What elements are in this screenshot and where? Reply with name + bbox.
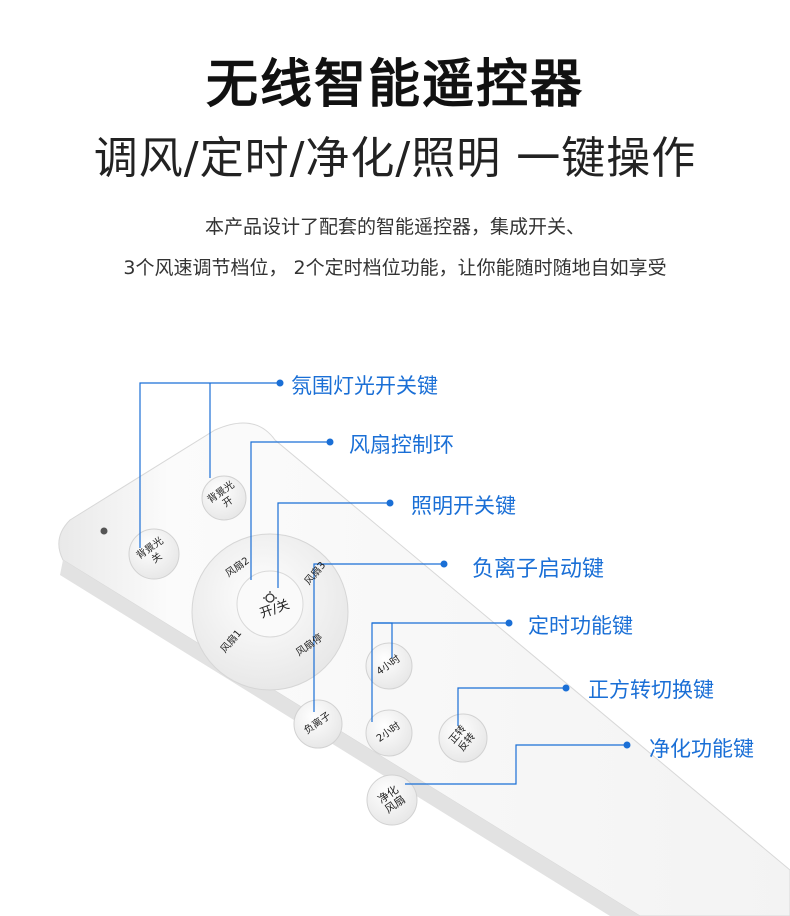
callout-lines	[139, 382, 627, 785]
light-toggle-button	[236, 570, 304, 638]
callout-reverse: 正方转切换键	[588, 678, 714, 702]
callout-purify: 净化功能键	[649, 737, 754, 761]
callout-ion: 负离子启动键	[472, 557, 605, 582]
ion-button	[293, 699, 343, 749]
callout-dots	[276, 379, 631, 749]
ambient-off-button	[128, 528, 180, 580]
callout-timer: 定时功能键	[528, 614, 633, 638]
page-subtitle: 调风/定时/净化/照明 一键操作	[93, 133, 697, 184]
callout-light-switch: 照明开关键	[411, 494, 516, 518]
callout-ambient-light: 氛围灯光开关键	[291, 374, 438, 398]
description-line-1: 本产品设计了配套的智能遥控器，集成开关、	[204, 216, 585, 238]
purify-button	[366, 774, 418, 826]
timer-2h-button	[365, 709, 413, 757]
timer-4h-button	[365, 642, 413, 690]
reverse-button	[438, 713, 488, 763]
ir-indicator	[100, 527, 108, 535]
ambient-on-button	[201, 475, 247, 521]
page-title: 无线智能遥控器	[205, 55, 584, 115]
callout-fan-ring: 风扇控制环	[349, 433, 454, 457]
bulb-icon	[263, 591, 277, 603]
description-line-2: 3个风速调节档位， 2个定时档位功能，让你能随时随地自如享受	[123, 257, 667, 279]
